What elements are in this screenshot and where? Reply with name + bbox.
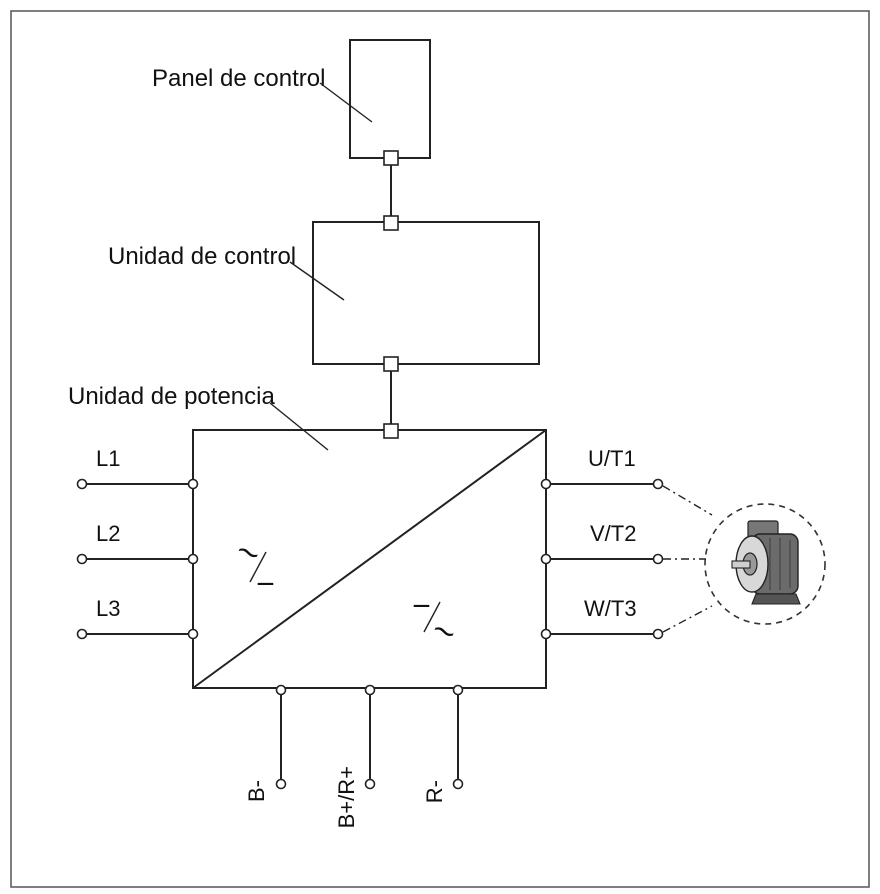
power-unit-connector — [383, 423, 399, 439]
output-terminals: U/T1 V/T2 W/T3 — [540, 446, 664, 640]
control-unit-label: Unidad de control — [108, 243, 296, 270]
input-terminal-l3-outer[interactable] — [76, 628, 88, 640]
control-unit-bottom-connector — [383, 356, 399, 372]
input-terminal-l1-outer[interactable] — [76, 478, 88, 490]
motor-feet — [751, 593, 801, 605]
control-unit-box — [312, 221, 540, 365]
input-terminal-l2-inner — [187, 553, 199, 565]
dc-terminal-r-minus-top — [452, 684, 464, 696]
motor-shaft — [731, 560, 751, 569]
input-terminals: L1 L2 L3 — [76, 446, 199, 640]
output-terminal-ut1-outer[interactable] — [652, 478, 664, 490]
control-panel-label: Panel de control — [152, 65, 325, 92]
output-terminal-wt3-outer[interactable] — [652, 628, 664, 640]
diagram-frame — [10, 10, 870, 888]
output-terminal-wt3-inner — [540, 628, 552, 640]
input-terminal-l2-outer[interactable] — [76, 553, 88, 565]
dc-terminal-b-minus-top — [275, 684, 287, 696]
dc-label-b-minus: B- — [244, 780, 269, 802]
control-unit-leader — [289, 261, 345, 301]
motor-boundary — [704, 503, 826, 625]
inverter-slash — [423, 601, 441, 633]
motor-connections — [662, 485, 713, 633]
output-label-ut1: U/T1 — [588, 446, 636, 471]
dc-terminal-b-plus-r-plus-top — [364, 684, 376, 696]
output-terminal-vt2-inner — [540, 553, 552, 565]
input-terminal-l1-inner — [187, 478, 199, 490]
motor-icon — [704, 503, 826, 625]
dc-label-b-plus-r-plus: B+/R+ — [334, 766, 359, 828]
dc-terminal-b-minus[interactable] — [275, 778, 287, 790]
output-terminal-vt2-outer[interactable] — [652, 553, 664, 565]
output-label-vt2: V/T2 — [590, 521, 636, 546]
power-unit-label: Unidad de potencia — [68, 383, 275, 410]
control-panel-connector — [383, 150, 399, 166]
dc-terminals: B- B+/R+ R- — [244, 684, 464, 828]
rectifier-dc-symbol: _ — [257, 551, 274, 586]
output-label-wt3: W/T3 — [584, 596, 637, 621]
power-unit-leader — [269, 402, 329, 451]
dc-terminal-r-minus[interactable] — [452, 778, 464, 790]
input-label-l2: L2 — [96, 521, 120, 546]
power-unit-diagonal — [192, 429, 547, 689]
inverter-dc-symbol: _ — [413, 573, 430, 608]
input-label-l3: L3 — [96, 596, 120, 621]
input-label-l1: L1 — [96, 446, 120, 471]
input-terminal-l3-inner — [187, 628, 199, 640]
dc-terminal-b-plus-r-plus[interactable] — [364, 778, 376, 790]
rectifier-slash — [249, 551, 267, 583]
control-panel-leader — [319, 82, 373, 123]
dc-label-r-minus: R- — [422, 780, 447, 803]
output-terminal-ut1-inner — [540, 478, 552, 490]
control-unit-top-connector — [383, 215, 399, 231]
